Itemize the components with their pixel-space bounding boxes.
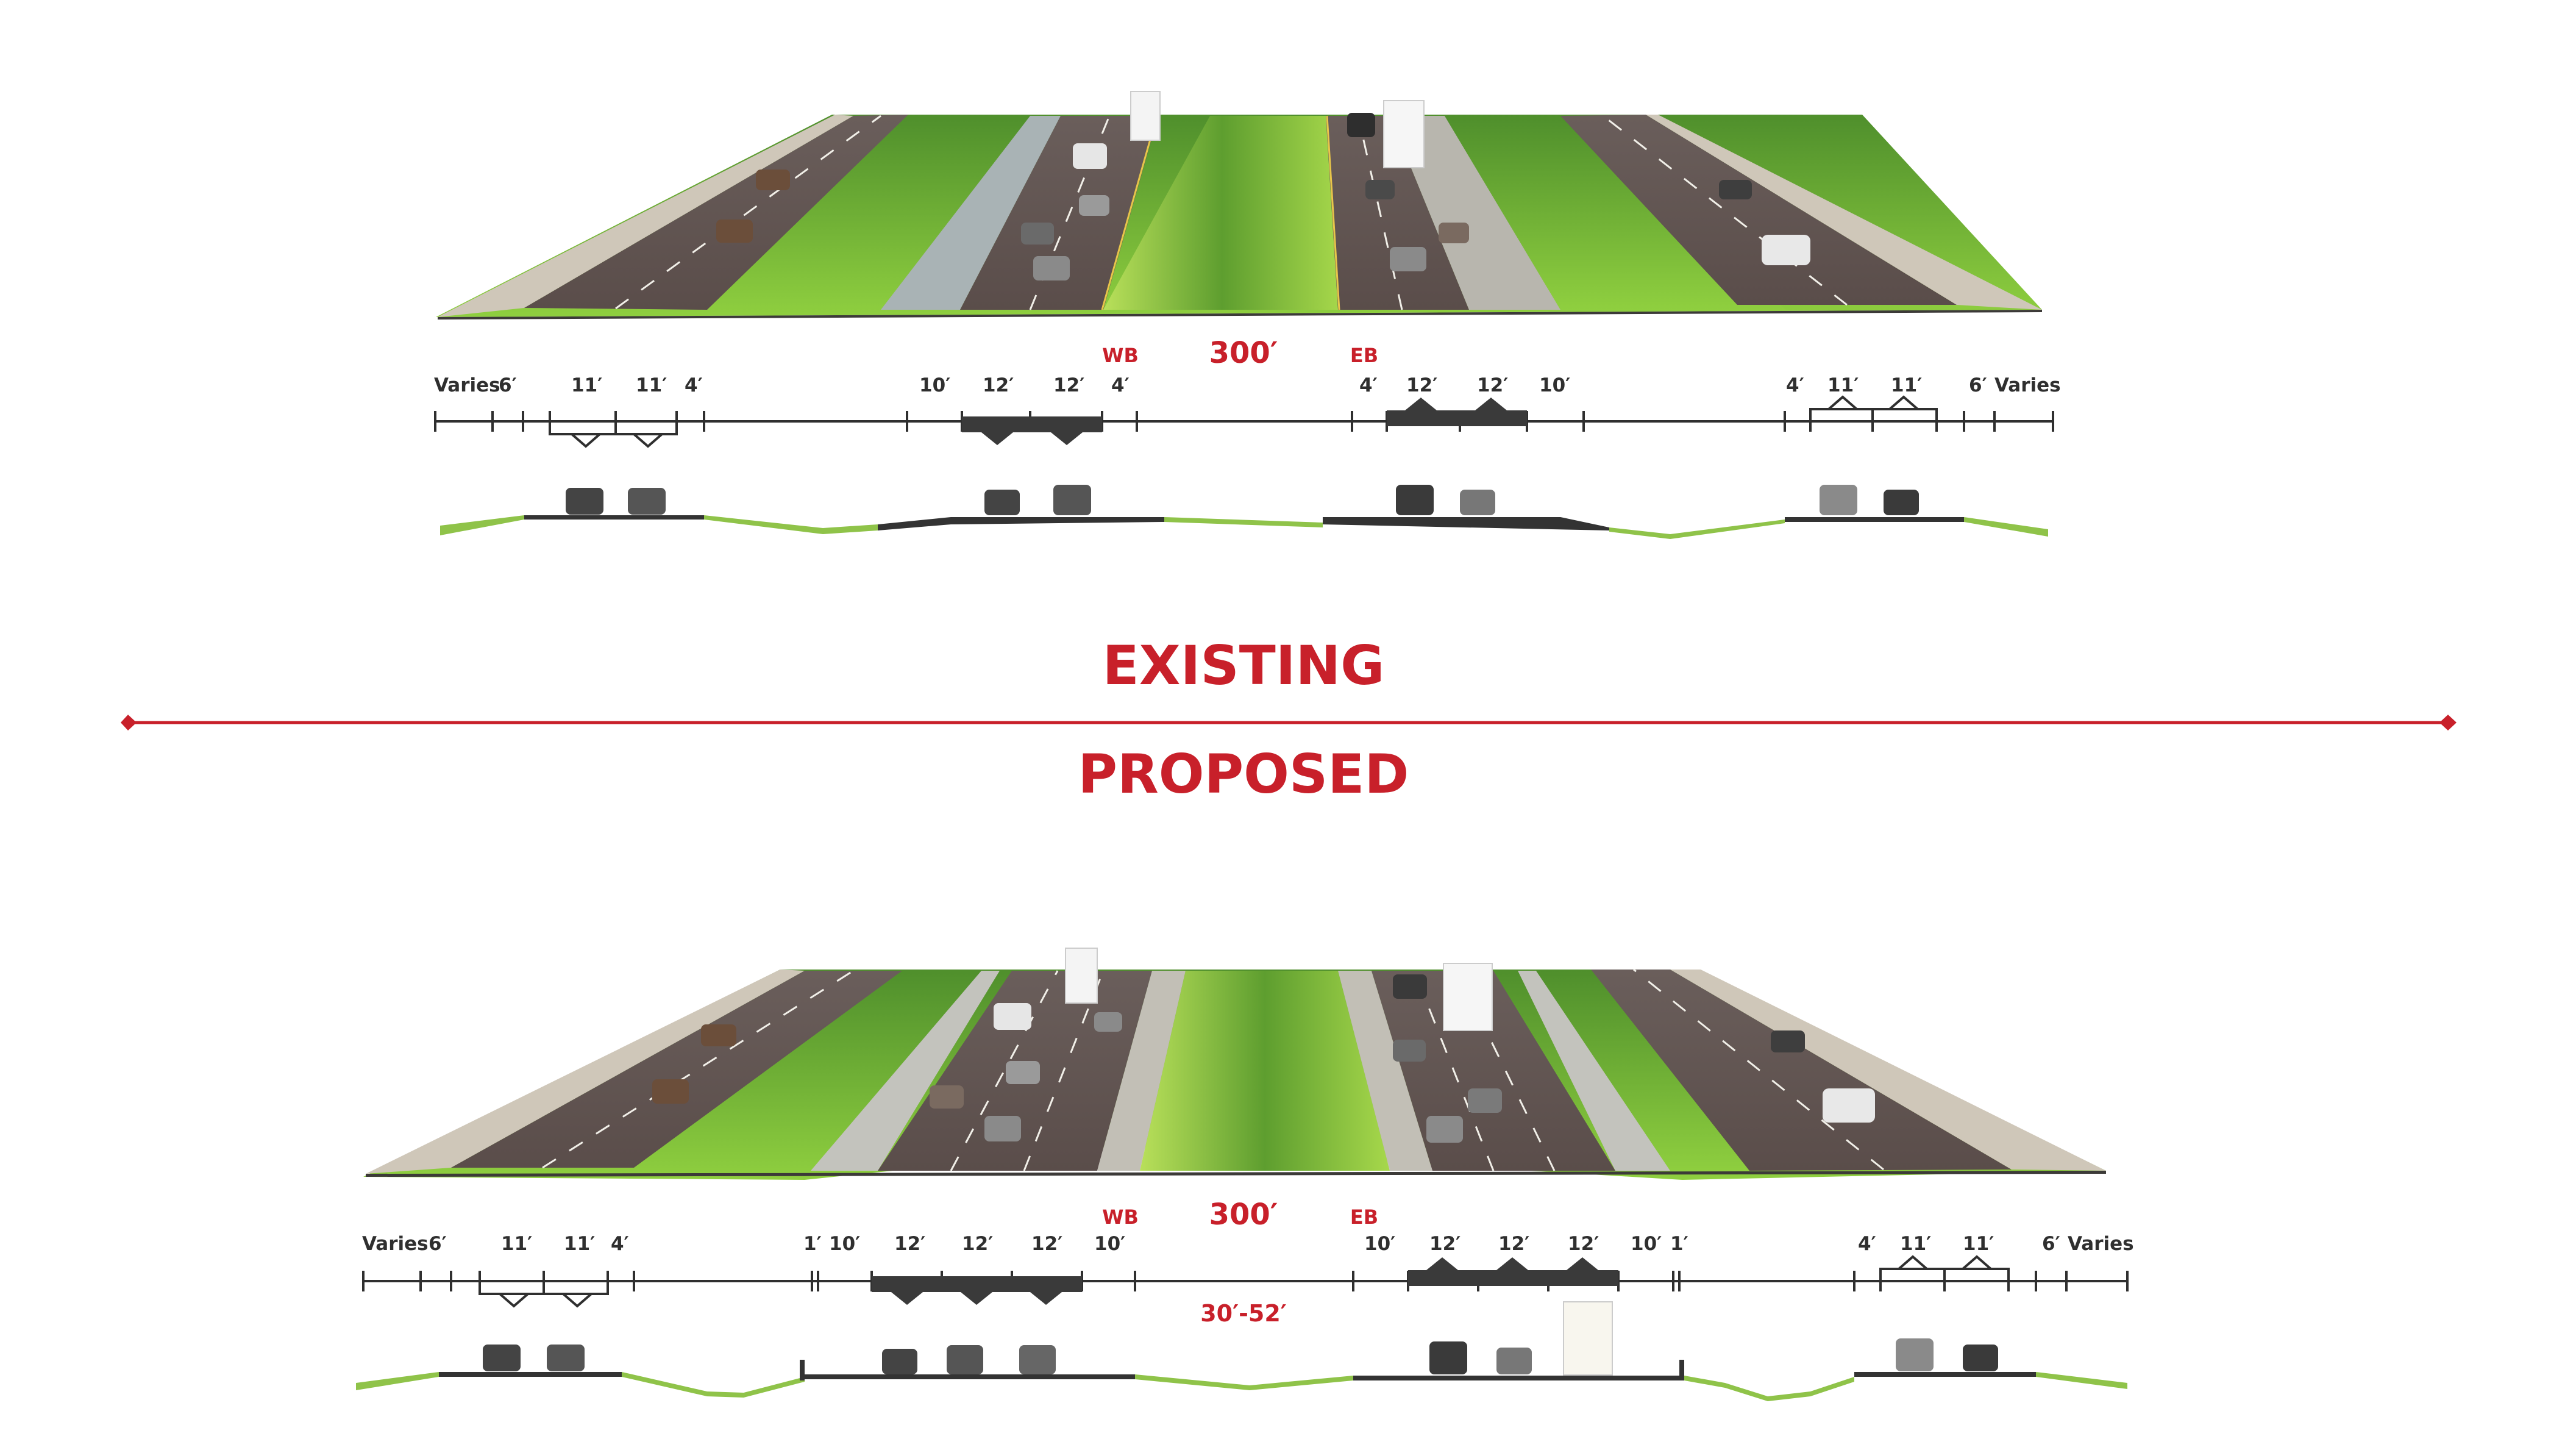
dim-label: 12′ (1498, 1233, 1529, 1255)
proposed-profile (356, 1301, 2127, 1401)
dim-label: Varies (1994, 374, 2061, 396)
dim-label: 4′ (1786, 374, 1804, 396)
dim-label: 10′ (1631, 1233, 1662, 1255)
existing-dimension-line (434, 395, 2054, 448)
dim-label: 12′ (1477, 374, 1508, 396)
dim-label: 6′ (2042, 1233, 2060, 1255)
dim-label: Varies (2068, 1233, 2134, 1255)
proposed-eb-label: EB (1350, 1205, 1378, 1229)
dim-label: 4′ (1858, 1233, 1876, 1255)
dim-label: 10′ (1364, 1233, 1395, 1255)
dim-label: 11′ (1891, 374, 1922, 396)
dim-label: Varies (362, 1233, 429, 1255)
dim-label: 10′ (1539, 374, 1570, 396)
divider-end-left (121, 715, 137, 730)
dim-label: 10′ (919, 374, 950, 396)
dim-label: 4′ (611, 1233, 629, 1255)
dim-label: 12′ (983, 374, 1014, 396)
dim-label: 12′ (962, 1233, 993, 1255)
proposed-heading: PROPOSED (1078, 743, 1409, 805)
dim-label: 1′ (803, 1233, 822, 1255)
proposed-median-range: 30′-52′ (1200, 1300, 1287, 1327)
existing-profile (440, 485, 2048, 539)
existing-heading: EXISTING (1103, 634, 1385, 697)
dim-label: 4′ (1359, 374, 1378, 396)
dim-label: 6′ (1969, 374, 1987, 396)
dim-label: 11′ (571, 374, 602, 396)
existing-render (436, 91, 2042, 320)
dim-label: 10′ (1094, 1233, 1125, 1255)
dim-label: 12′ (894, 1233, 925, 1255)
dim-label: 4′ (685, 374, 703, 396)
dim-label: 11′ (1827, 374, 1859, 396)
existing-wb-label: WB (1102, 344, 1139, 367)
dim-label: 12′ (1053, 374, 1084, 396)
existing-dimension-labels: Varies 6′ 11′ 11′ 4′ 10′ 12′ 12′ 4′ 4′ 1… (434, 374, 2061, 396)
dim-label: 11′ (1963, 1233, 1994, 1255)
existing-eb-label: EB (1350, 344, 1378, 367)
dim-label: 11′ (1900, 1233, 1931, 1255)
dim-label: 10′ (829, 1233, 860, 1255)
dim-label: 6′ (499, 374, 517, 396)
proposed-render (363, 948, 2106, 1180)
dim-label: 12′ (1429, 1233, 1461, 1255)
divider-end-right (2439, 715, 2457, 730)
proposed-total-width: 300′ (1209, 1198, 1278, 1232)
dim-label: 11′ (564, 1233, 595, 1255)
dim-label: 12′ (1568, 1233, 1599, 1255)
proposed-dimension-labels: Varies 6′ 11′ 11′ 4′ 1′ 10′ 12′ 12′ 12′ … (362, 1233, 2134, 1255)
dim-label: 11′ (501, 1233, 532, 1255)
dim-label: 12′ (1031, 1233, 1062, 1255)
proposed-dimension-line (362, 1255, 2129, 1308)
proposed-wb-label: WB (1102, 1205, 1139, 1229)
dim-label: 6′ (429, 1233, 447, 1255)
dim-label: 1′ (1670, 1233, 1688, 1255)
dim-label: Varies (434, 374, 500, 396)
dim-label: 4′ (1111, 374, 1130, 396)
dim-label: 11′ (636, 374, 667, 396)
existing-total-width: 300′ (1209, 336, 1278, 370)
dim-label: 12′ (1406, 374, 1437, 396)
